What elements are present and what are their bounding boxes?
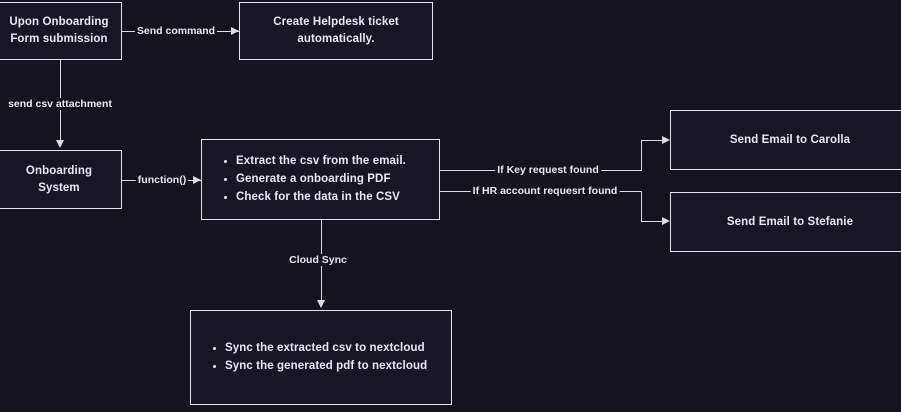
node-process-steps[interactable]: Extract the csv from the email. Generate… [201,139,440,220]
edge-label-cloud-sync: Cloud Sync [287,254,349,266]
edge-cloud-sync-arrow [316,300,325,308]
edge-hr-request-line-v [641,191,642,222]
edge-send-command-arrow [231,26,239,35]
node-cloud-sync-steps[interactable]: Sync the extracted csv to nextcloud Sync… [190,310,452,405]
node-helpdesk-ticket-line1: Create Helpdesk ticket [273,16,399,29]
node-send-email-stefanie[interactable]: Send Email to Stefanie [670,192,901,252]
edge-label-if-key-request: If Key request found [495,164,601,176]
process-step-item: Check for the data in the CSV [236,189,406,206]
node-onboarding-form-line1: Upon Onboarding [9,16,109,29]
process-step-item: Extract the csv from the email. [236,153,406,170]
node-send-email-carolla[interactable]: Send Email to Carolla [670,110,901,170]
node-onboarding-form-line2: Form submission [10,33,108,45]
node-onboarding-form[interactable]: Upon Onboarding Form submission [0,2,122,60]
node-onboarding-system-label: Onboarding System [25,164,93,194]
edge-hr-request-line-h2 [641,221,666,222]
node-send-email-carolla-label: Send Email to Carolla [729,133,851,146]
node-helpdesk-ticket[interactable]: Create Helpdesk ticket automatically. [239,2,433,60]
process-steps-list: Extract the csv from the email. Generate… [202,152,406,208]
edge-key-request-arrow [662,135,670,144]
process-step-item: Generate a onboarding PDF [236,171,406,188]
edge-label-if-hr-account-request: If HR account requesrt found [470,185,620,197]
edge-label-send-csv-attachment: send csv attachment [6,98,114,110]
edge-key-request-line-v [641,140,642,171]
edge-label-function: function() [135,174,189,186]
edge-send-csv-arrow [55,140,64,148]
edge-hr-request-arrow [662,216,670,225]
node-onboarding-system[interactable]: Onboarding System [0,150,122,209]
node-helpdesk-ticket-line2: automatically. [297,33,375,45]
edge-key-request-line-h2 [641,140,666,141]
cloud-sync-steps-list: Sync the extracted csv to nextcloud Sync… [191,339,427,377]
edge-function-arrow [193,175,201,184]
cloud-sync-step-item: Sync the extracted csv to nextcloud [225,340,427,357]
cloud-sync-step-item: Sync the generated pdf to nextcloud [225,358,427,375]
node-send-email-stefanie-label: Send Email to Stefanie [726,215,854,228]
edge-label-send-command: Send command [134,25,218,37]
